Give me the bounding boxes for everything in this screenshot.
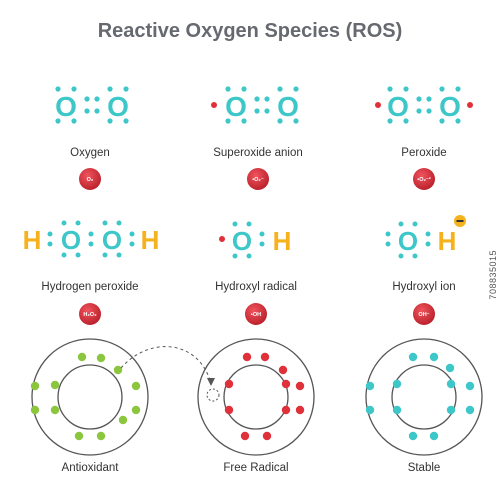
svg-text:H: H bbox=[141, 225, 160, 255]
formula-badge bbox=[79, 168, 101, 190]
electron-dots bbox=[55, 86, 129, 124]
arrow-head bbox=[207, 378, 215, 386]
badge-text: •O₂⁻ bbox=[252, 177, 264, 183]
antioxidant-label: Antioxidant bbox=[61, 462, 119, 474]
superoxide-molecule: O O bbox=[211, 86, 299, 124]
svg-text:O: O bbox=[61, 225, 81, 255]
superoxide-label: Superoxide anion bbox=[213, 147, 303, 159]
svg-text:O: O bbox=[387, 91, 409, 122]
svg-text:H: H bbox=[273, 226, 292, 256]
svg-text:O: O bbox=[398, 226, 418, 256]
hydroxyl-radical-label: Hydroxyl radical bbox=[215, 281, 297, 293]
formula-badge bbox=[245, 303, 267, 325]
transfer-arrow bbox=[120, 346, 212, 385]
hydroxyl-radical-molecule: O H bbox=[219, 221, 292, 259]
oxygen-atom: O bbox=[55, 91, 77, 122]
unpaired-electron bbox=[211, 102, 217, 108]
page-title: Reactive Oxygen Species (ROS) bbox=[97, 20, 403, 42]
badge-text: H₂O₂ bbox=[83, 312, 97, 318]
svg-text:O: O bbox=[102, 225, 122, 255]
inner-orbit bbox=[57, 364, 123, 430]
formula-badge bbox=[413, 303, 435, 325]
stock-id: 708835015 bbox=[488, 250, 498, 300]
svg-text:H: H bbox=[438, 226, 457, 256]
svg-text:O: O bbox=[225, 91, 247, 122]
svg-text:O: O bbox=[439, 91, 461, 122]
oxygen-molecule: O O bbox=[55, 86, 129, 124]
free-radical-atom bbox=[197, 338, 315, 456]
free-radical-label: Free Radical bbox=[223, 462, 289, 474]
oxygen-label: Oxygen bbox=[70, 147, 110, 159]
formula-badge bbox=[247, 168, 269, 190]
formula-badge bbox=[413, 168, 435, 190]
electrons bbox=[30, 352, 141, 441]
formula-badges: O₂ •O₂⁻ •O₂⁻² H₂O₂ •OH OH⁻ bbox=[79, 168, 435, 325]
hydroxyl-ion-label: Hydroxyl ion bbox=[392, 281, 456, 293]
badge-text: •OH bbox=[251, 312, 261, 318]
svg-text:O: O bbox=[232, 226, 252, 256]
outer-orbit bbox=[31, 338, 149, 456]
peroxide-molecule: O O bbox=[375, 86, 473, 124]
stable-atom bbox=[365, 338, 483, 456]
missing-electron bbox=[206, 388, 220, 402]
svg-text:O: O bbox=[277, 91, 299, 122]
badge-text: OH⁻ bbox=[418, 312, 429, 318]
svg-text:H: H bbox=[23, 225, 42, 255]
formula-badge bbox=[79, 303, 101, 325]
hydrogen-peroxide-molecule: H O O H bbox=[23, 220, 160, 258]
peroxide-label: Peroxide bbox=[401, 147, 447, 159]
antioxidant-atom bbox=[30, 338, 149, 456]
badge-text: O₂ bbox=[87, 177, 94, 183]
oxygen-atom: O bbox=[107, 91, 129, 122]
hydrogen-peroxide-label: Hydrogen peroxide bbox=[41, 281, 139, 293]
stable-label: Stable bbox=[407, 462, 441, 474]
hydroxyl-ion-molecule: O H bbox=[385, 215, 466, 259]
badge-text: •O₂⁻² bbox=[417, 176, 431, 183]
